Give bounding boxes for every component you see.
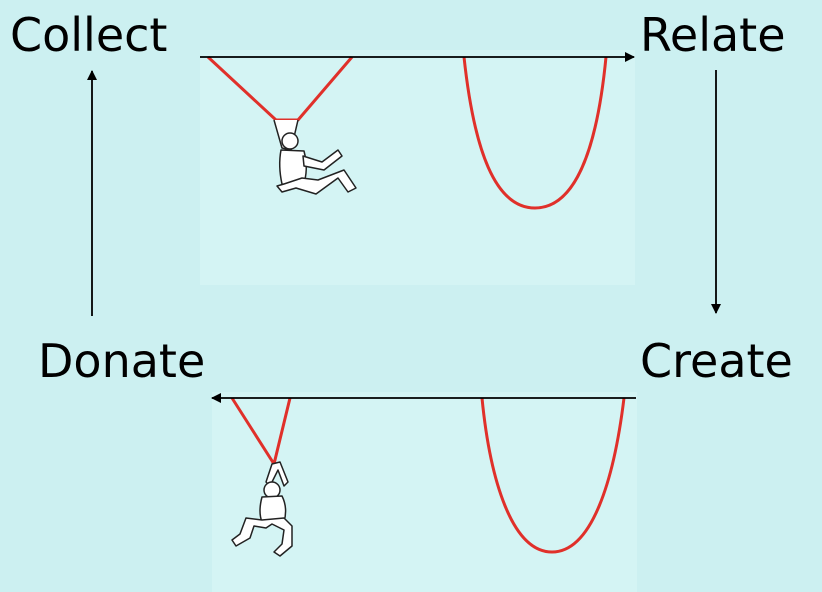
bottom-parabola-rope <box>480 397 626 554</box>
top-hanging-figure-icon <box>273 119 357 195</box>
step-donate-label: Donate <box>38 334 206 388</box>
step-create-label: Create <box>640 334 793 388</box>
top-illustration-panel <box>200 50 635 285</box>
bottom-swing-rope <box>230 397 292 466</box>
step-relate-label: Relate <box>640 8 786 62</box>
top-parabola-rope <box>462 56 608 210</box>
top-swing-rope <box>206 55 354 122</box>
bottom-hanging-figure-icon <box>231 461 293 557</box>
step-collect-label: Collect <box>10 8 168 62</box>
